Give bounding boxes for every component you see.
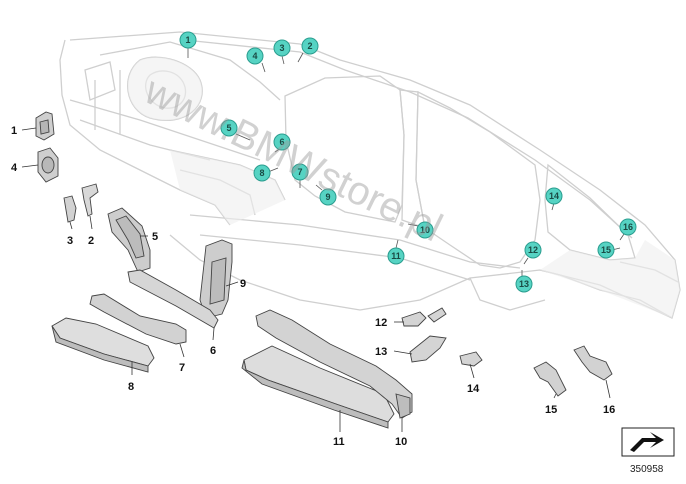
body-callout-label: 3 <box>279 43 284 53</box>
part-6[interactable] <box>127 269 219 329</box>
parts-group <box>35 111 613 429</box>
part-label-13: 13 <box>375 346 387 358</box>
part-13[interactable] <box>409 335 447 363</box>
part-16[interactable] <box>573 345 613 381</box>
part-label-14: 14 <box>467 383 480 395</box>
body-callout-2[interactable]: 2 <box>297 37 319 63</box>
body-callout-3[interactable]: 3 <box>273 39 291 65</box>
part-10[interactable] <box>255 309 413 419</box>
part-labels <box>21 127 611 432</box>
part-3[interactable] <box>63 195 77 223</box>
part-5[interactable] <box>107 207 151 273</box>
part-label-5: 5 <box>152 231 158 243</box>
body-callout-label: 1 <box>185 35 190 45</box>
body-callout-10[interactable]: 10 <box>407 221 434 239</box>
part-9[interactable] <box>199 239 233 319</box>
part-14[interactable] <box>459 351 483 367</box>
body-callout-label: 13 <box>519 279 529 289</box>
part-2[interactable] <box>81 183 99 217</box>
body-callout-label: 16 <box>623 222 633 232</box>
body-callout-label: 9 <box>325 192 330 202</box>
part-label-texts: 1 4 3 2 5 9 7 6 8 11 10 12 13 14 15 16 <box>11 125 615 448</box>
body-callout-15[interactable]: 15 <box>597 241 621 259</box>
part-label-12: 12 <box>375 317 387 329</box>
part-label-1: 1 <box>11 125 17 137</box>
body-callout-1[interactable]: 1 <box>179 31 197 58</box>
body-shading <box>127 57 680 318</box>
body-callout-label: 10 <box>420 225 430 235</box>
body-callout-label: 5 <box>226 123 231 133</box>
body-callout-label: 6 <box>279 137 284 147</box>
body-callout-label: 7 <box>297 167 302 177</box>
body-callout-label: 2 <box>307 41 312 51</box>
part-label-6: 6 <box>210 345 216 357</box>
part-label-3: 3 <box>67 235 73 247</box>
orientation-arrow-icon <box>621 427 675 457</box>
body-callout-label: 11 <box>391 251 401 261</box>
part-15[interactable] <box>533 361 567 397</box>
body-callout-13[interactable]: 13 <box>515 270 533 293</box>
part-4[interactable] <box>37 147 59 183</box>
part-label-11: 11 <box>333 436 345 448</box>
body-callout-4[interactable]: 4 <box>246 47 266 73</box>
body-callout-12[interactable]: 12 <box>523 241 542 265</box>
part-label-16: 16 <box>603 404 615 416</box>
part-label-2: 2 <box>88 235 94 247</box>
part-label-15: 15 <box>545 404 557 416</box>
body-callout-7[interactable]: 7 <box>291 163 309 188</box>
body-callout-14[interactable]: 14 <box>545 187 563 211</box>
part-1[interactable] <box>35 111 55 141</box>
body-callout-label: 15 <box>601 245 611 255</box>
part-label-10: 10 <box>395 436 407 448</box>
body-callout-label: 12 <box>528 245 538 255</box>
body-callout-label: 4 <box>252 51 257 61</box>
part-label-4: 4 <box>11 162 18 174</box>
body-callout-11[interactable]: 11 <box>387 239 405 265</box>
part-7[interactable] <box>89 293 187 345</box>
body-callout-label: 8 <box>259 168 264 178</box>
body-callout-16[interactable]: 16 <box>619 218 637 241</box>
part-label-7: 7 <box>179 362 185 374</box>
part-label-8: 8 <box>128 381 134 393</box>
part-label-9: 9 <box>240 278 246 290</box>
document-id: 350958 <box>630 464 664 475</box>
body-callout-6[interactable]: 6 <box>273 133 291 153</box>
body-callout-5[interactable]: 5 <box>220 119 251 141</box>
body-callout-label: 14 <box>549 191 559 201</box>
part-12[interactable] <box>401 307 447 327</box>
body-callout-9[interactable]: 9 <box>315 184 337 206</box>
part-8[interactable] <box>51 317 155 373</box>
body-callout-8[interactable]: 8 <box>253 164 279 182</box>
part-11[interactable] <box>241 345 395 429</box>
